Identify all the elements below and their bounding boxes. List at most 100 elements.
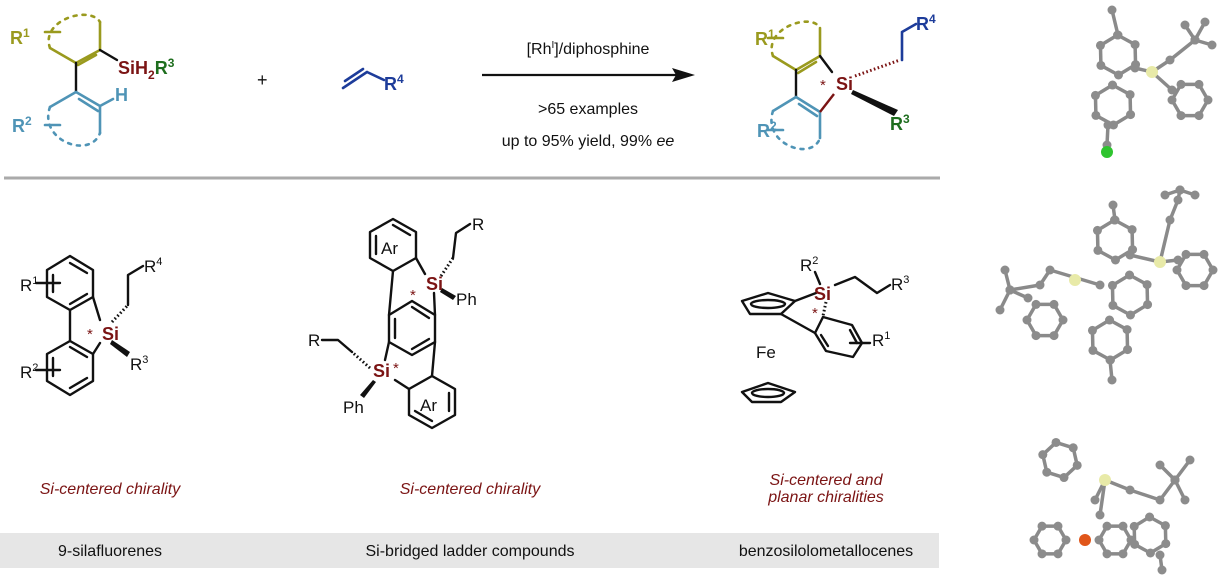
catalyst-label: [RhI]/diphosphine (527, 40, 650, 58)
carbon-atom (1053, 549, 1063, 559)
carbon-atom (1096, 60, 1106, 70)
carbon-atom (1107, 280, 1117, 290)
crystal-structure-ferrocene (1029, 437, 1195, 575)
svg-text:R3: R3 (891, 274, 909, 294)
carbon-atom (1125, 485, 1135, 495)
carbon-atom (1155, 495, 1165, 505)
benzosilolometallocene-structure: Si * Fe R2 R3 R1 (740, 255, 909, 404)
carbon-atom (1103, 120, 1113, 130)
carbon-atom (1122, 325, 1132, 335)
carbon-atom (1110, 255, 1120, 265)
svg-text:Ar: Ar (381, 239, 398, 258)
carbon-atom (1181, 249, 1191, 259)
class-label-1: 9-silafluorenes (58, 543, 162, 560)
carbon-atom (1049, 299, 1059, 309)
carbon-atom (1107, 375, 1117, 385)
carbon-atom (1095, 280, 1105, 290)
carbon-atom (1068, 443, 1078, 453)
svg-text:R1: R1 (872, 330, 890, 350)
crystal-structure-silafluorene (1090, 5, 1217, 158)
carbon-atom (1161, 539, 1171, 549)
carbon-atom (1143, 300, 1153, 310)
carbon-atom (1194, 111, 1204, 121)
carbon-atom (1059, 473, 1069, 483)
carbon-atom (1094, 535, 1104, 545)
carbon-atom (1092, 225, 1102, 235)
carbon-atom (1181, 281, 1191, 291)
carbon-atom (1185, 455, 1195, 465)
carbon-atom (1110, 215, 1120, 225)
svg-text:R2: R2 (800, 255, 818, 275)
svg-text:R2: R2 (12, 114, 32, 136)
carbon-atom (1087, 325, 1097, 335)
carbon-atom (1125, 270, 1135, 280)
carbon-atom (1031, 299, 1041, 309)
svg-text:R3: R3 (130, 354, 148, 374)
carbon-atom (1160, 521, 1170, 531)
carbon-atom (1175, 185, 1185, 195)
svg-text:R4: R4 (144, 256, 162, 276)
carbon-atom (1167, 95, 1177, 105)
carbon-atom (1029, 535, 1039, 545)
carbon-atom (1072, 460, 1082, 470)
svg-text:H: H (115, 85, 128, 105)
carbon-atom (1095, 40, 1105, 50)
carbon-atom (1165, 55, 1175, 65)
svg-text:Si: Si (373, 361, 390, 381)
carbon-atom (1173, 195, 1183, 205)
svg-text:R4: R4 (916, 12, 936, 34)
carbon-atom (1090, 90, 1100, 100)
carbon-atom (1049, 331, 1059, 341)
carbon-atom (1142, 280, 1152, 290)
carbon-atom (1208, 265, 1218, 275)
svg-text:Ar: Ar (420, 396, 437, 415)
carbon-atom (1061, 535, 1071, 545)
carbon-atom (1172, 265, 1182, 275)
iron-atom (1079, 534, 1091, 546)
silicon-atom (1146, 66, 1158, 78)
bond (1129, 488, 1161, 502)
carbon-atom (1155, 550, 1165, 560)
carbon-atom (1126, 535, 1136, 545)
carbon-atom (1125, 250, 1135, 260)
carbon-atom (1130, 63, 1140, 73)
carbon-atom (1051, 437, 1061, 447)
chirality-caption-2: Si-centered chirality (400, 481, 542, 498)
crystal-structure-ladder (995, 185, 1218, 385)
chlorine-atom (1101, 146, 1113, 158)
carbon-atom (1180, 20, 1190, 30)
svg-text:*: * (410, 287, 416, 304)
carbon-atom (1200, 17, 1210, 27)
carbon-atom (1108, 200, 1118, 210)
carbon-atom (1118, 549, 1128, 559)
examples-label: >65 examples (538, 101, 638, 118)
svg-text:R: R (308, 331, 320, 350)
carbon-atom (1190, 35, 1200, 45)
bond (1168, 38, 1197, 62)
carbon-atom (1053, 521, 1063, 531)
carbon-atom (1108, 300, 1118, 310)
carbon-atom (1113, 70, 1123, 80)
bond (1158, 219, 1172, 263)
carbon-atom (1045, 265, 1055, 275)
product-silole: Si * R1 R2 R3 R4 (755, 12, 936, 151)
carbon-atom (1203, 95, 1213, 105)
svg-text:R2: R2 (20, 362, 38, 382)
carbon-atom (1145, 512, 1155, 522)
carbon-atom (1037, 549, 1047, 559)
ladder-compound-structure: Ar Ar Si * Si * R R Ph Ph (308, 215, 484, 430)
svg-text:SiH2R3: SiH2R3 (118, 56, 175, 82)
carbon-atom (1000, 265, 1010, 275)
svg-text:R1: R1 (20, 275, 38, 295)
carbon-atom (1005, 285, 1015, 295)
carbon-atom (1176, 79, 1186, 89)
plus-sign: + (257, 70, 268, 90)
carbon-atom (1091, 110, 1101, 120)
carbon-atom (1037, 521, 1047, 531)
svg-text:*: * (820, 77, 826, 94)
silicon-atom (1154, 256, 1166, 268)
carbon-atom (1102, 521, 1112, 531)
svg-text:*: * (393, 360, 399, 377)
carbon-atom (1113, 30, 1123, 40)
